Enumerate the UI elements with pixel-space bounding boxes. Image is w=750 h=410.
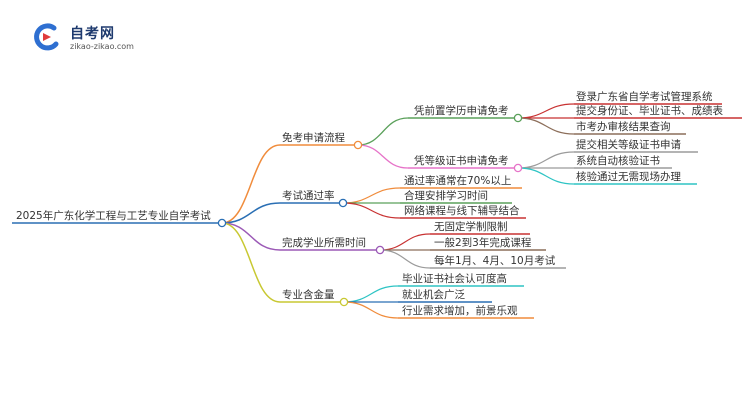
branch-knob	[339, 297, 349, 307]
leaf-label: 提交相关等级证书申请	[576, 138, 681, 151]
root-knob	[217, 218, 227, 228]
logo-url: zikao-zikao.com	[70, 42, 134, 51]
leaf-label: 一般2到3年完成课程	[434, 236, 532, 249]
leaf-label: 每年1月、4月、10月考试	[434, 254, 556, 267]
leaf-label: 核验通过无需现场办理	[576, 170, 681, 183]
branch-knob	[375, 245, 385, 255]
leaf-connector	[343, 285, 399, 303]
leaf-label: 登录广东省自学考试管理系统	[576, 90, 713, 103]
leaf-connector	[517, 117, 575, 135]
leaf-label: 通过率通常在70%以上	[404, 174, 511, 187]
sub-branch-label: 凭等级证书申请免考	[414, 154, 509, 167]
leaf-connector	[517, 103, 575, 119]
leaf-connector	[379, 233, 431, 251]
site-logo: 自考网 zikao-zikao.com	[32, 20, 172, 56]
leaf-connector	[517, 151, 575, 169]
leaf-connector	[379, 249, 431, 269]
leaf-label: 系统自动核验证书	[576, 154, 660, 167]
branch-label: 考试通过率	[282, 189, 335, 202]
branch-connector	[221, 222, 281, 303]
sub-branch-connector	[357, 117, 409, 146]
branch-knob	[338, 198, 348, 208]
leaf-label: 合理安排学习时间	[404, 189, 488, 202]
leaf-connector	[342, 187, 401, 204]
branch-knob	[353, 140, 363, 150]
leaf-label: 行业需求增加，前景乐观	[402, 304, 518, 317]
branch-label: 专业含金量	[282, 288, 335, 301]
logo-title: 自考网	[70, 26, 115, 42]
branch-connector	[221, 222, 281, 251]
zikao-logo-icon	[34, 23, 59, 51]
root-topic: 2025年广东化学工程与工艺专业自学考试	[16, 209, 211, 222]
sub-branch-connector	[357, 144, 409, 169]
leaf-label: 市考办审核结果查询	[576, 120, 671, 133]
sub-branch-label: 凭前置学历申请免考	[414, 104, 509, 117]
sub-branch-knob	[513, 113, 523, 123]
branch-label: 免考申请流程	[282, 131, 345, 144]
leaf-label: 毕业证书社会认可度高	[402, 272, 507, 285]
sub-branch-knob	[513, 163, 523, 173]
branch-connector	[221, 144, 281, 224]
leaf-label: 提交身份证、毕业证书、成绩表	[576, 104, 723, 117]
leaf-connector	[517, 167, 575, 185]
branch-label: 完成学业所需时间	[282, 236, 366, 249]
leaf-connector	[343, 301, 399, 319]
leaf-label: 网络课程与线下辅导结合	[404, 204, 520, 217]
leaf-connector	[342, 202, 401, 219]
branch-connector	[221, 202, 281, 224]
leaf-label: 就业机会广泛	[402, 288, 465, 301]
leaf-label: 无固定学制限制	[434, 220, 508, 233]
